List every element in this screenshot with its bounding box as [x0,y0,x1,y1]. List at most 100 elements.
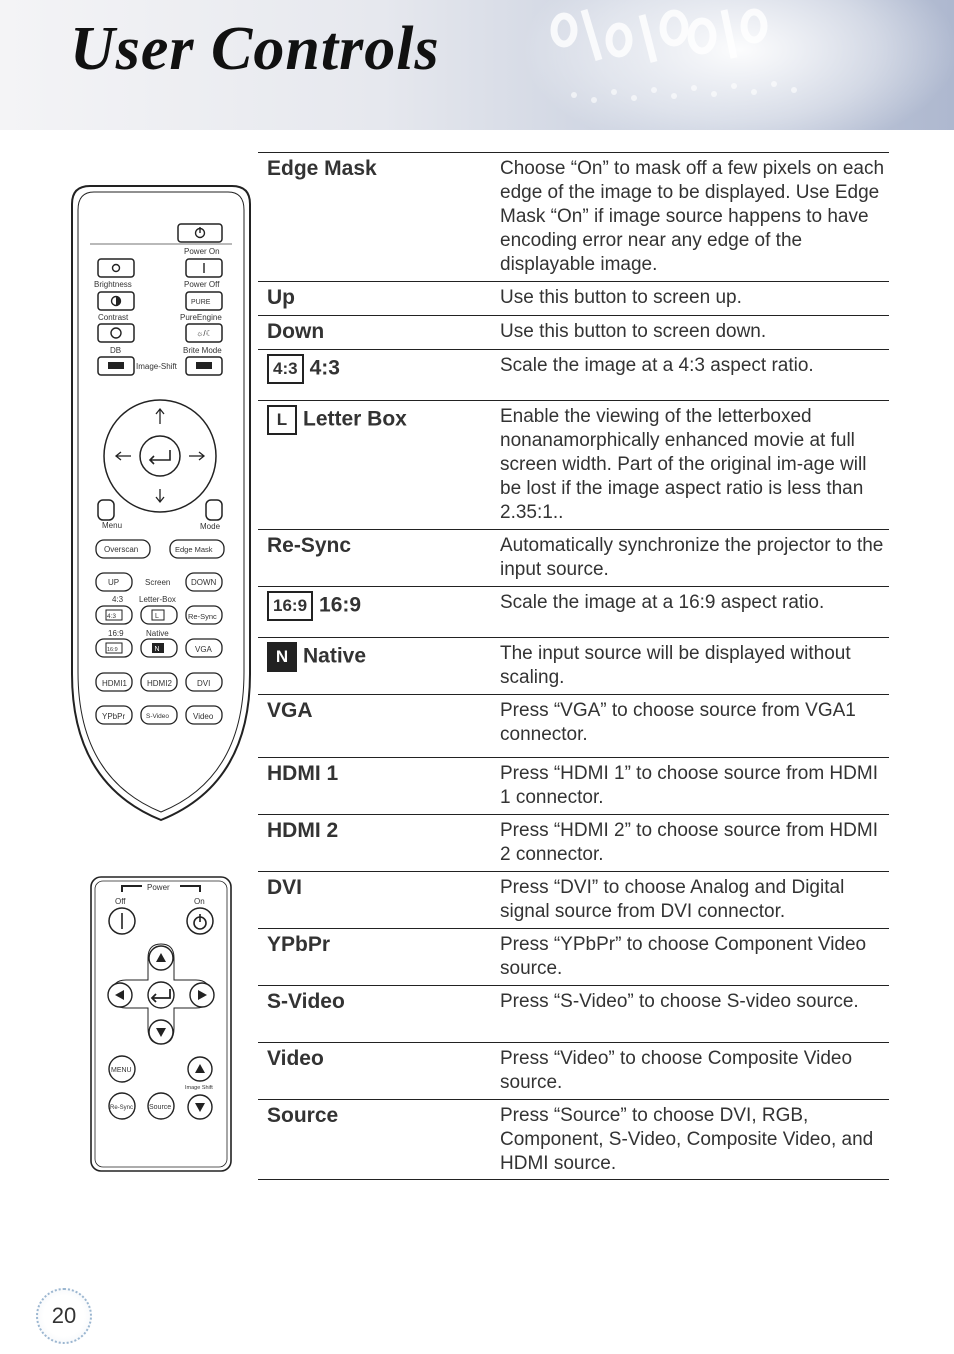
menu-button[interactable] [108,1055,136,1083]
hdmi2-button[interactable] [140,672,178,692]
svg-text:Native: Native [146,629,169,638]
svg-text:DVI: DVI [197,679,210,688]
page-number: 20 [36,1288,92,1344]
control-description: Press “HDMI 2” to choose source from HDM… [500,814,889,872]
control-name: 16:9 [319,593,362,617]
control-name: Video [258,1042,500,1100]
control-description: Press “DVI” to choose Analog and Digital… [500,871,889,929]
ypbpr-button[interactable] [95,705,133,725]
control-name: Down [258,315,500,350]
direction-pad[interactable] [103,399,217,513]
svg-text:4:3: 4:3 [107,613,116,620]
up-arrow-icon [195,1064,205,1073]
svg-text:DOWN: DOWN [191,578,217,587]
down-arrow-icon [195,1103,205,1112]
menu-button[interactable] [97,499,115,521]
svg-text:Re-Sync: Re-Sync [188,612,217,621]
svg-text:MENU: MENU [111,1067,132,1074]
power-icon [193,914,207,930]
svg-text:Power On: Power On [184,247,220,256]
svg-text:Power Off: Power Off [184,280,220,289]
enter-icon [150,989,171,1003]
aspect-169-key-icon: 16:9 [105,642,123,654]
control-description: Press “Source” to choose DVI, RGB, Compo… [500,1099,889,1180]
down-button[interactable] [185,572,223,592]
control-description: Choose “On” to mask off a few pixels on … [500,152,889,282]
letter-box-key-icon: L [151,609,165,621]
control-description: The input source will be displayed witho… [500,637,889,695]
brite-mode-button[interactable] [185,323,223,343]
native-key-icon: N [267,642,297,672]
mode-button[interactable] [205,499,223,521]
db-icon [110,327,122,339]
header-glow [520,0,954,130]
svg-text:S-Video: S-Video [146,713,169,720]
control-name: Edge Mask [258,152,500,282]
control-description: Automatically synchronize the projector … [500,529,889,587]
page-title: User Controls [70,15,440,83]
hdmi1-button[interactable] [95,672,133,692]
table-row: HDMI 2 Press “HDMI 2” to choose source f… [258,814,889,872]
enter-button[interactable] [139,435,181,477]
db-button[interactable] [97,323,135,343]
overscan-button[interactable] [95,539,151,559]
aspect-169-button[interactable] [95,638,133,658]
control-name: Up [258,281,500,316]
binary-pattern-graphic [550,8,797,103]
svg-text:Video: Video [193,712,214,721]
control-description: Enable the viewing of the letterboxed no… [500,400,889,530]
control-description: Press “YPbPr” to choose Component Video … [500,928,889,986]
dvi-button[interactable] [185,672,223,692]
control-description: Press “S-Video” to choose S-video source… [500,985,889,1043]
video-button[interactable] [185,705,223,725]
svg-text:PURE: PURE [191,299,211,306]
image-shift-left-icon [108,362,124,369]
table-row: Video Press “Video” to choose Composite … [258,1042,889,1100]
pure-button[interactable] [185,291,223,311]
svg-text:Menu: Menu [102,521,122,530]
svg-text:Source: Source [149,1104,171,1111]
remote-control-small: Power Off On MENU Image Shift Re-Sync So… [90,876,232,1172]
resync-button[interactable] [185,605,223,625]
aspect-43-key-icon: 4:3 [267,354,304,384]
table-row: Edge Mask Choose “On” to mask off a few … [258,152,889,282]
svg-text:Overscan: Overscan [104,545,138,554]
control-name: Native [303,644,367,668]
letter-box-button[interactable] [140,605,178,625]
up-button[interactable] [95,572,133,592]
table-row: Source Press “Source” to choose DVI, RGB… [258,1099,889,1180]
source-button[interactable] [147,1092,175,1120]
control-description: Use this button to screen down. [500,315,889,350]
control-name: VGA [258,694,500,758]
svg-text:16:9: 16:9 [108,629,124,638]
vga-button[interactable] [185,638,223,658]
control-name: Letter Box [303,407,407,431]
svg-text:On: On [194,897,205,906]
control-name: Re-Sync [258,529,500,587]
svg-text:Image Shift: Image Shift [185,1085,213,1091]
edge-mask-button[interactable] [169,539,225,559]
svideo-button[interactable] [140,705,178,725]
page-header: User Controls [0,0,954,130]
table-row: VGA Press “VGA” to choose source from VG… [258,694,889,758]
table-row: DVI Press “DVI” to choose Analog and Dig… [258,871,889,929]
remote-control-large: PURE ☼/☾ Power On Power Off PureEngine B… [71,185,251,822]
svg-text:Brite Mode: Brite Mode [183,346,222,355]
up-arrow-icon [156,953,166,962]
image-shift-right-icon [196,362,212,369]
resync-button[interactable] [108,1092,136,1120]
svg-text:PureEngine: PureEngine [180,313,222,322]
aspect-43-button[interactable] [95,605,133,625]
native-key-icon: N [152,643,164,653]
right-arrow-icon [198,990,207,1000]
svg-text:Power: Power [147,883,170,892]
svg-text:Letter-Box: Letter-Box [139,595,176,604]
svg-text:HDMI1: HDMI1 [102,679,127,688]
svg-text:Brightness: Brightness [94,280,132,289]
brightness-button[interactable] [97,258,135,278]
brightness-icon [111,263,121,273]
